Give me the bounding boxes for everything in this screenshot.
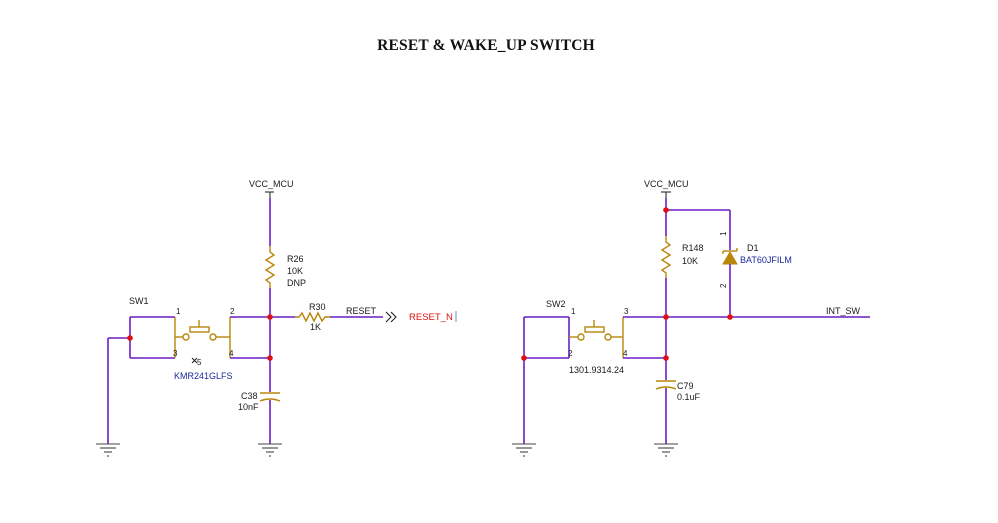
reset-circuit: VCC_MCU R26 10K DNP C38 10nF SW1 <box>96 179 457 457</box>
svg-text:4: 4 <box>623 349 628 358</box>
svg-text:1: 1 <box>571 307 576 316</box>
junction-dot <box>267 314 273 320</box>
r30-value: 1K <box>310 322 321 332</box>
capacitor-c38-plate-bottom <box>259 398 281 402</box>
r26-value: 10K <box>287 266 303 276</box>
svg-text:3: 3 <box>624 307 629 316</box>
r148-ref: R148 <box>682 243 704 253</box>
r30-ref: R30 <box>309 302 326 312</box>
diode-d1 <box>722 251 738 265</box>
capacitor-c79-plate-bottom <box>655 386 677 390</box>
svg-text:2: 2 <box>568 349 573 358</box>
d1-ref: D1 <box>747 243 759 253</box>
ground-icon <box>512 443 536 457</box>
wakeup-circuit: VCC_MCU R148 10K 1 2 D1 BAT60JFILM INT_S… <box>512 179 870 457</box>
r26-note: DNP <box>287 278 306 288</box>
port-arrow-icon <box>385 311 392 323</box>
reset-net-name: RESET <box>346 306 377 316</box>
resistor-r26 <box>264 246 276 288</box>
push-button-icon <box>584 326 605 333</box>
svg-text:5: 5 <box>197 358 202 367</box>
vcc-label-right: VCC_MCU <box>644 179 689 189</box>
reset-port-label: RESET_N <box>409 312 453 323</box>
r148-value: 10K <box>682 256 698 266</box>
junction-dot <box>727 314 733 320</box>
sw2-part: 1301.9314.24 <box>569 365 624 375</box>
ground-icon <box>258 443 282 457</box>
vcc-label-left: VCC_MCU <box>249 179 294 189</box>
d1-part: BAT60JFILM <box>740 255 792 265</box>
int-sw-net-name: INT_SW <box>826 306 861 316</box>
svg-text:2: 2 <box>719 283 728 288</box>
junction-dot <box>127 335 133 341</box>
svg-text:3: 3 <box>173 349 178 358</box>
c38-ref: C38 <box>241 391 258 401</box>
sw2-ref: SW2 <box>546 299 566 309</box>
svg-text:1: 1 <box>719 231 728 236</box>
svg-text:4: 4 <box>229 349 234 358</box>
c79-ref: C79 <box>677 381 694 391</box>
sw1-ref: SW1 <box>129 296 149 306</box>
svg-text:2: 2 <box>230 307 235 316</box>
junction-dot <box>663 355 669 361</box>
svg-text:1: 1 <box>176 307 181 316</box>
junction-dot <box>663 207 669 213</box>
push-button-icon <box>189 326 210 333</box>
sw1-part: KMR241GLFS <box>174 371 233 381</box>
junction-dot <box>663 314 669 320</box>
junction-dot <box>267 355 273 361</box>
ground-icon <box>654 443 678 457</box>
resistor-r148 <box>660 236 672 278</box>
r26-ref: R26 <box>287 254 304 264</box>
junction-dot <box>521 355 527 361</box>
ground-icon <box>96 443 120 457</box>
c38-value: 10nF <box>238 402 259 412</box>
resistor-r30 <box>295 311 330 323</box>
c79-value: 0.1uF <box>677 392 701 402</box>
schematic-title: RESET & WAKE_UP SWITCH <box>377 37 595 54</box>
